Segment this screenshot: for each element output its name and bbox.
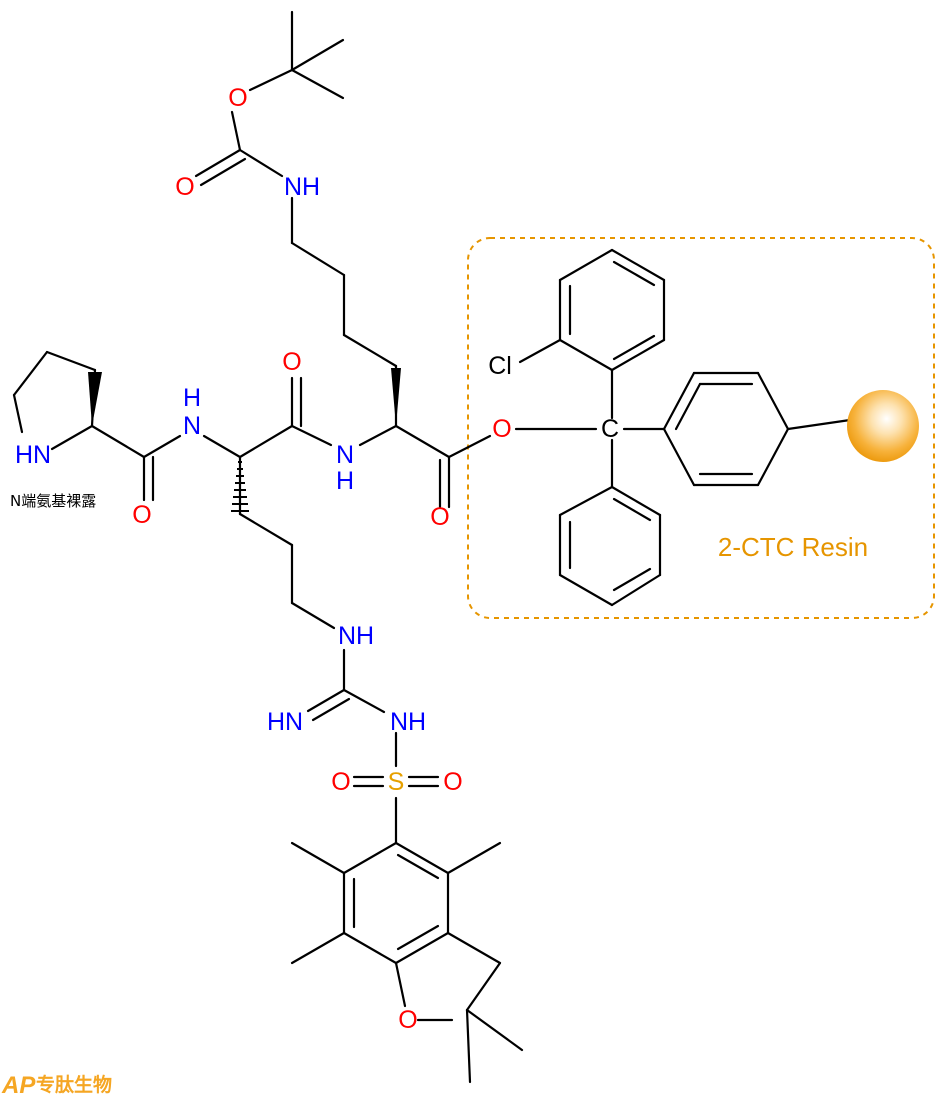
atom-n-lys-amide: N xyxy=(336,441,354,469)
resin-label: 2-CTC Resin xyxy=(718,532,868,562)
atom-o-boc-ether: O xyxy=(228,84,247,112)
atom-n-arg-amide: N xyxy=(183,412,201,440)
bond-network xyxy=(12,10,852,1084)
atom-o-boc-carbonyl: O xyxy=(175,173,194,201)
atom-h-arg-amide: H xyxy=(183,384,201,412)
atom-nh-guan-lower: NH xyxy=(390,708,426,736)
atom-h-lys-amide: H xyxy=(336,467,354,495)
resin-box xyxy=(467,237,935,619)
atom-hn-guan-imine: HN xyxy=(267,708,303,736)
atom-s-sulfonyl: S xyxy=(388,768,405,796)
atom-cl: Cl xyxy=(488,352,512,380)
atom-o-sulfonyl-left: O xyxy=(331,768,350,796)
atom-nh-lys-side: NH xyxy=(284,173,320,201)
atom-o-pbf-ring: O xyxy=(398,1006,417,1034)
atom-o-sulfonyl-right: O xyxy=(443,768,462,796)
atom-labels: O O NH HN N H O O N H O O Cl C NH HN NH … xyxy=(15,84,619,1034)
watermark: AP 专肽生物 xyxy=(1,1072,112,1097)
n-terminus-annotation: N端氨基裸露 xyxy=(10,492,96,510)
atom-nh-guan-upper: NH xyxy=(338,622,374,650)
wedge-pro-alpha xyxy=(88,372,102,426)
hashed-wedge-arg-alpha xyxy=(231,461,249,512)
atom-o-pro-carbonyl: O xyxy=(132,501,151,529)
wedge-lys-alpha xyxy=(391,368,401,426)
atom-c-trityl: C xyxy=(601,415,619,443)
atom-o-arg-carbonyl: O xyxy=(282,348,301,376)
atom-o-ester: O xyxy=(492,415,511,443)
resin-bead xyxy=(847,390,919,462)
watermark-logo: AP xyxy=(1,1072,36,1097)
atom-hn-pro: HN xyxy=(15,441,51,469)
watermark-text: 专肽生物 xyxy=(36,1073,112,1096)
atom-o-lys-carbonyl: O xyxy=(430,503,449,531)
